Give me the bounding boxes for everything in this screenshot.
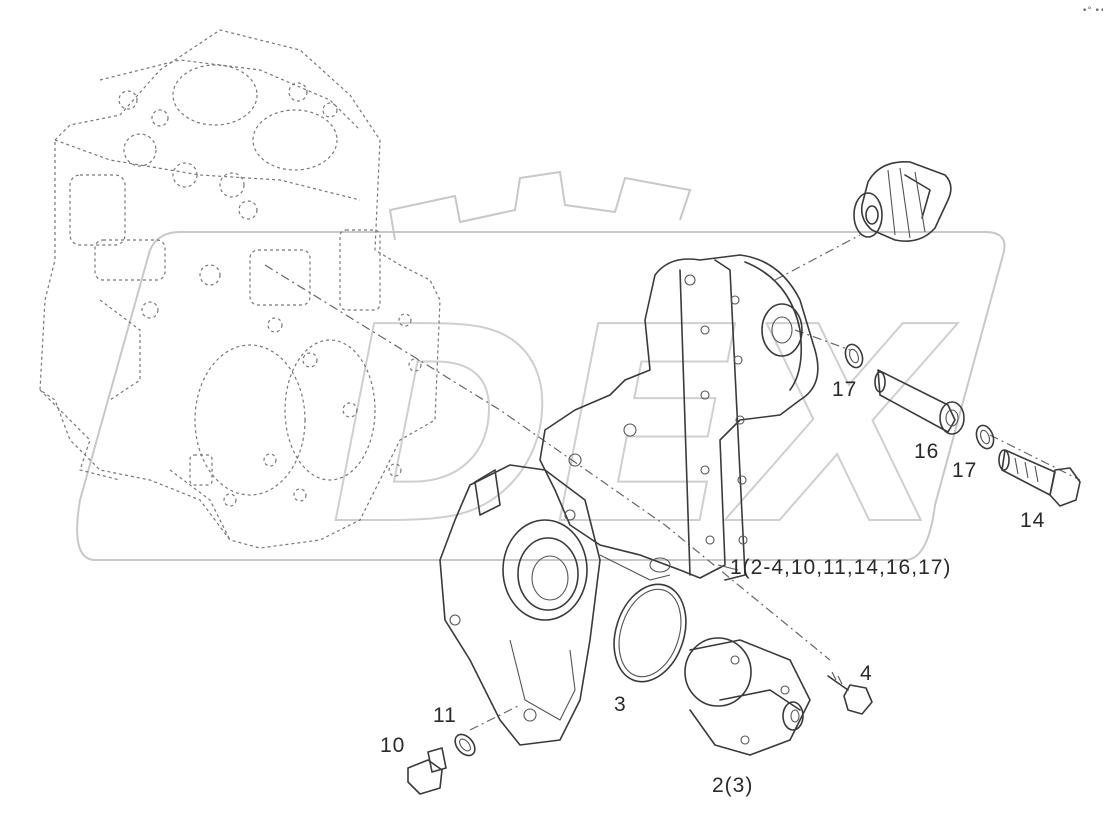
callout-3: 3 <box>614 693 627 716</box>
washer-17-lower <box>975 424 995 450</box>
callout-10: 10 <box>380 734 405 757</box>
washer-11 <box>454 733 476 757</box>
washer-17-upper <box>844 343 864 369</box>
callout-16: 16 <box>914 440 939 463</box>
callout-1: 1(2-4,10,11,14,16,17) <box>730 556 951 579</box>
pump-body-housing <box>439 464 601 746</box>
watermark-logo: DEX <box>76 170 1006 585</box>
drain-plug-10 <box>407 747 447 795</box>
o-ring-gasket <box>613 583 687 683</box>
corner-mark: •° ••• <box>1082 6 1103 16</box>
callout-17-upper: 17 <box>832 378 857 401</box>
callout-17-lower: 17 <box>952 459 977 482</box>
bolt-4 <box>827 671 873 715</box>
callout-labels: 1(2-4,10,11,14,16,17) 2(3) 3 4 10 11 14 … <box>380 378 1045 797</box>
assembly-axis-lines <box>264 234 1081 731</box>
callout-2: 2(3) <box>712 774 753 797</box>
bolt-14 <box>998 449 1081 507</box>
callout-4: 4 <box>860 662 873 685</box>
engine-block <box>39 29 441 549</box>
eye-bolt-16 <box>874 369 965 435</box>
thermostat-housing <box>853 161 952 242</box>
callout-11: 11 <box>433 704 457 727</box>
watermark-text: DEX <box>330 269 958 584</box>
callout-14: 14 <box>1020 509 1045 532</box>
leader-lines <box>717 564 739 571</box>
water-pump <box>684 637 811 756</box>
